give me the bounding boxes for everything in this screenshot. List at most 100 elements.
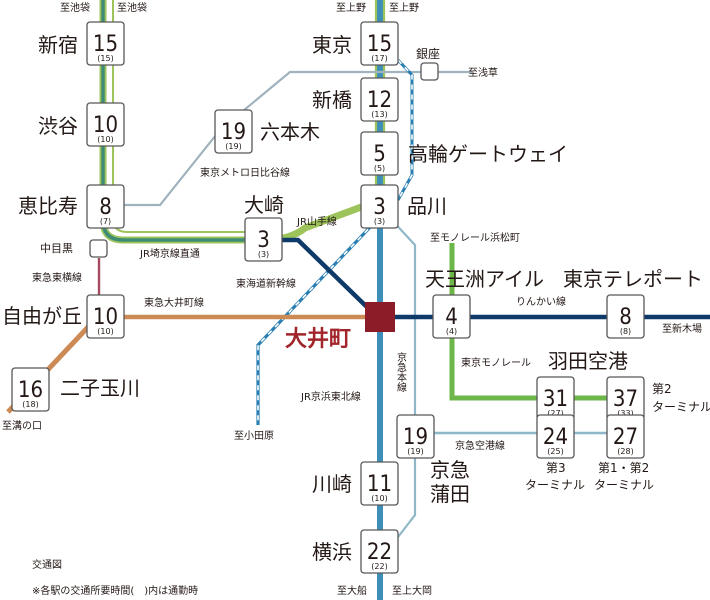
takanawa-box — [360, 131, 399, 176]
haneda-t12-label1: 第1・第2 — [598, 461, 649, 475]
dest-ikebukuro-b: 至池袋 — [117, 1, 147, 14]
shibuya-time: 10 — [93, 113, 118, 138]
haneda-t3-label2: ターミナル — [525, 478, 585, 492]
shibuya-rush: (10) — [97, 135, 113, 144]
shimbashi-time: 12 — [367, 88, 392, 113]
takanawa-rush: (5) — [374, 164, 385, 173]
kamata-name1: 京急 — [430, 458, 470, 482]
futakotamagawa-box — [11, 367, 50, 412]
haneda-t3-box — [536, 414, 575, 459]
ginza-name: 銀座 — [416, 46, 440, 61]
dest-mizonokuchi: 至溝の口 — [2, 419, 42, 432]
haneda-t3-label1: 第3 — [546, 461, 566, 475]
haneda-t2-time: 37 — [613, 387, 638, 412]
futakotamagawa-name: 二子玉川 — [60, 376, 140, 400]
haneda-t12-time: 27 — [613, 425, 638, 450]
haneda-name: 羽田空港 — [548, 349, 628, 373]
haneda-t3-rush: (25) — [547, 447, 563, 456]
kawasaki-rush: (10) — [371, 494, 387, 503]
shinjuku-time: 15 — [93, 32, 118, 57]
tennozu-time: 4 — [445, 305, 458, 330]
tennozu-rush: (4) — [446, 327, 457, 336]
shinagawa-rush: (3) — [374, 217, 385, 226]
yokohama-box — [360, 529, 399, 574]
label-hibiya: 東京メトロ日比谷線 — [200, 166, 290, 179]
keikyu-main-line — [389, 217, 417, 538]
label-toyoko: 東急東横線 — [32, 271, 82, 284]
kawasaki-time: 11 — [367, 472, 392, 497]
label-saikyo: JR埼京線直通 — [139, 247, 200, 260]
label-keikyu-main-text: 京急本線 — [395, 351, 407, 392]
shinagawa-box — [360, 184, 399, 229]
dest-odawara: 至小田原 — [234, 430, 274, 442]
dest-ofuna: 至大船 — [337, 584, 367, 597]
roppongi-name: 六本木 — [260, 120, 320, 144]
kamata-box — [396, 414, 435, 459]
shimbashi-name: 新橋 — [312, 88, 352, 112]
futakotamagawa-time: 16 — [18, 378, 43, 403]
takanawa-name: 高輪ゲートウェイ — [408, 142, 568, 166]
label-keikyu-main: 京急本線 — [395, 351, 407, 392]
roppongi-rush: (19) — [225, 142, 241, 151]
jiyugaoka-rush: (10) — [97, 327, 113, 336]
dest-asakusa: 至浅草 — [468, 66, 498, 79]
haneda-t2-label1: 第2 — [652, 382, 672, 396]
yokohama-time: 22 — [367, 540, 392, 565]
nakameguro-name: 中目黒 — [40, 242, 73, 255]
ebisu-rush: (7) — [100, 217, 111, 226]
label-keikyu-airport: 京急空港線 — [455, 439, 505, 452]
dest-ueno-b: 至上野 — [389, 2, 419, 14]
haneda-t12-box — [606, 414, 645, 459]
label-tokaido: 東海道新幹線 — [236, 277, 296, 290]
osaki-name: 大崎 — [244, 193, 284, 217]
jiyugaoka-name: 自由が丘 — [2, 304, 82, 328]
tennozu-box — [432, 294, 471, 339]
label-keihin: JR京浜東北線 — [300, 390, 361, 403]
shinagawa-name: 品川 — [407, 194, 447, 218]
label-rinkai: りんかい線 — [516, 295, 566, 308]
oimachi-hub-marker — [365, 302, 395, 332]
kamata-rush: (19) — [407, 447, 423, 456]
ebisu-name: 恵比寿 — [18, 194, 78, 218]
nakameguro-marker — [89, 239, 108, 258]
haneda-t2-label2: ターミナル — [652, 400, 710, 414]
tokyo-box — [360, 21, 399, 66]
osaki-box — [244, 217, 283, 262]
tokyo-time: 15 — [367, 32, 392, 57]
dest-hamamatsucho: 至モノレール浜松町 — [430, 231, 520, 244]
dest-ikebukuro-a: 至池袋 — [60, 1, 90, 14]
haneda-t12-label2: ターミナル — [594, 478, 654, 492]
yokohama-rush: (22) — [371, 562, 387, 571]
tokaido-shinkansen-line — [256, 220, 377, 425]
shibuya-box — [86, 102, 125, 147]
dest-kamiooka: 至上大岡 — [392, 584, 432, 597]
shinagawa-time: 3 — [373, 195, 386, 220]
ginza-marker — [420, 62, 439, 81]
jiyugaoka-box — [86, 294, 125, 339]
shimbashi-rush: (13) — [371, 110, 387, 119]
teleport-time: 8 — [619, 305, 632, 330]
shinjuku-rush: (15) — [97, 54, 113, 63]
futakotamagawa-rush: (18) — [22, 400, 38, 409]
haneda-t2-rush: (33) — [617, 409, 633, 418]
teleport-rush: (8) — [620, 327, 631, 336]
note-title: 交通図 — [32, 558, 62, 571]
ebisu-time: 8 — [99, 195, 112, 220]
roppongi-box — [214, 109, 253, 154]
osaki-time: 3 — [257, 228, 270, 253]
shimbashi-box — [360, 77, 399, 122]
note-detail: ※各駅の交通所要時間( )内は通勤時 — [32, 584, 198, 597]
roppongi-time: 19 — [221, 120, 246, 145]
haneda-t12-rush: (28) — [617, 447, 633, 456]
tennozu-name: 天王洲アイル — [425, 267, 544, 291]
takanawa-time: 5 — [373, 142, 386, 167]
teleport-box — [606, 294, 645, 339]
shinjuku-box — [86, 21, 125, 66]
haneda-mono-time: 31 — [543, 387, 568, 412]
kawasaki-name: 川崎 — [312, 472, 352, 496]
ebisu-box — [86, 184, 125, 229]
label-oimachi-line: 東急大井町線 — [144, 296, 204, 309]
tokyo-name: 東京 — [312, 33, 352, 57]
